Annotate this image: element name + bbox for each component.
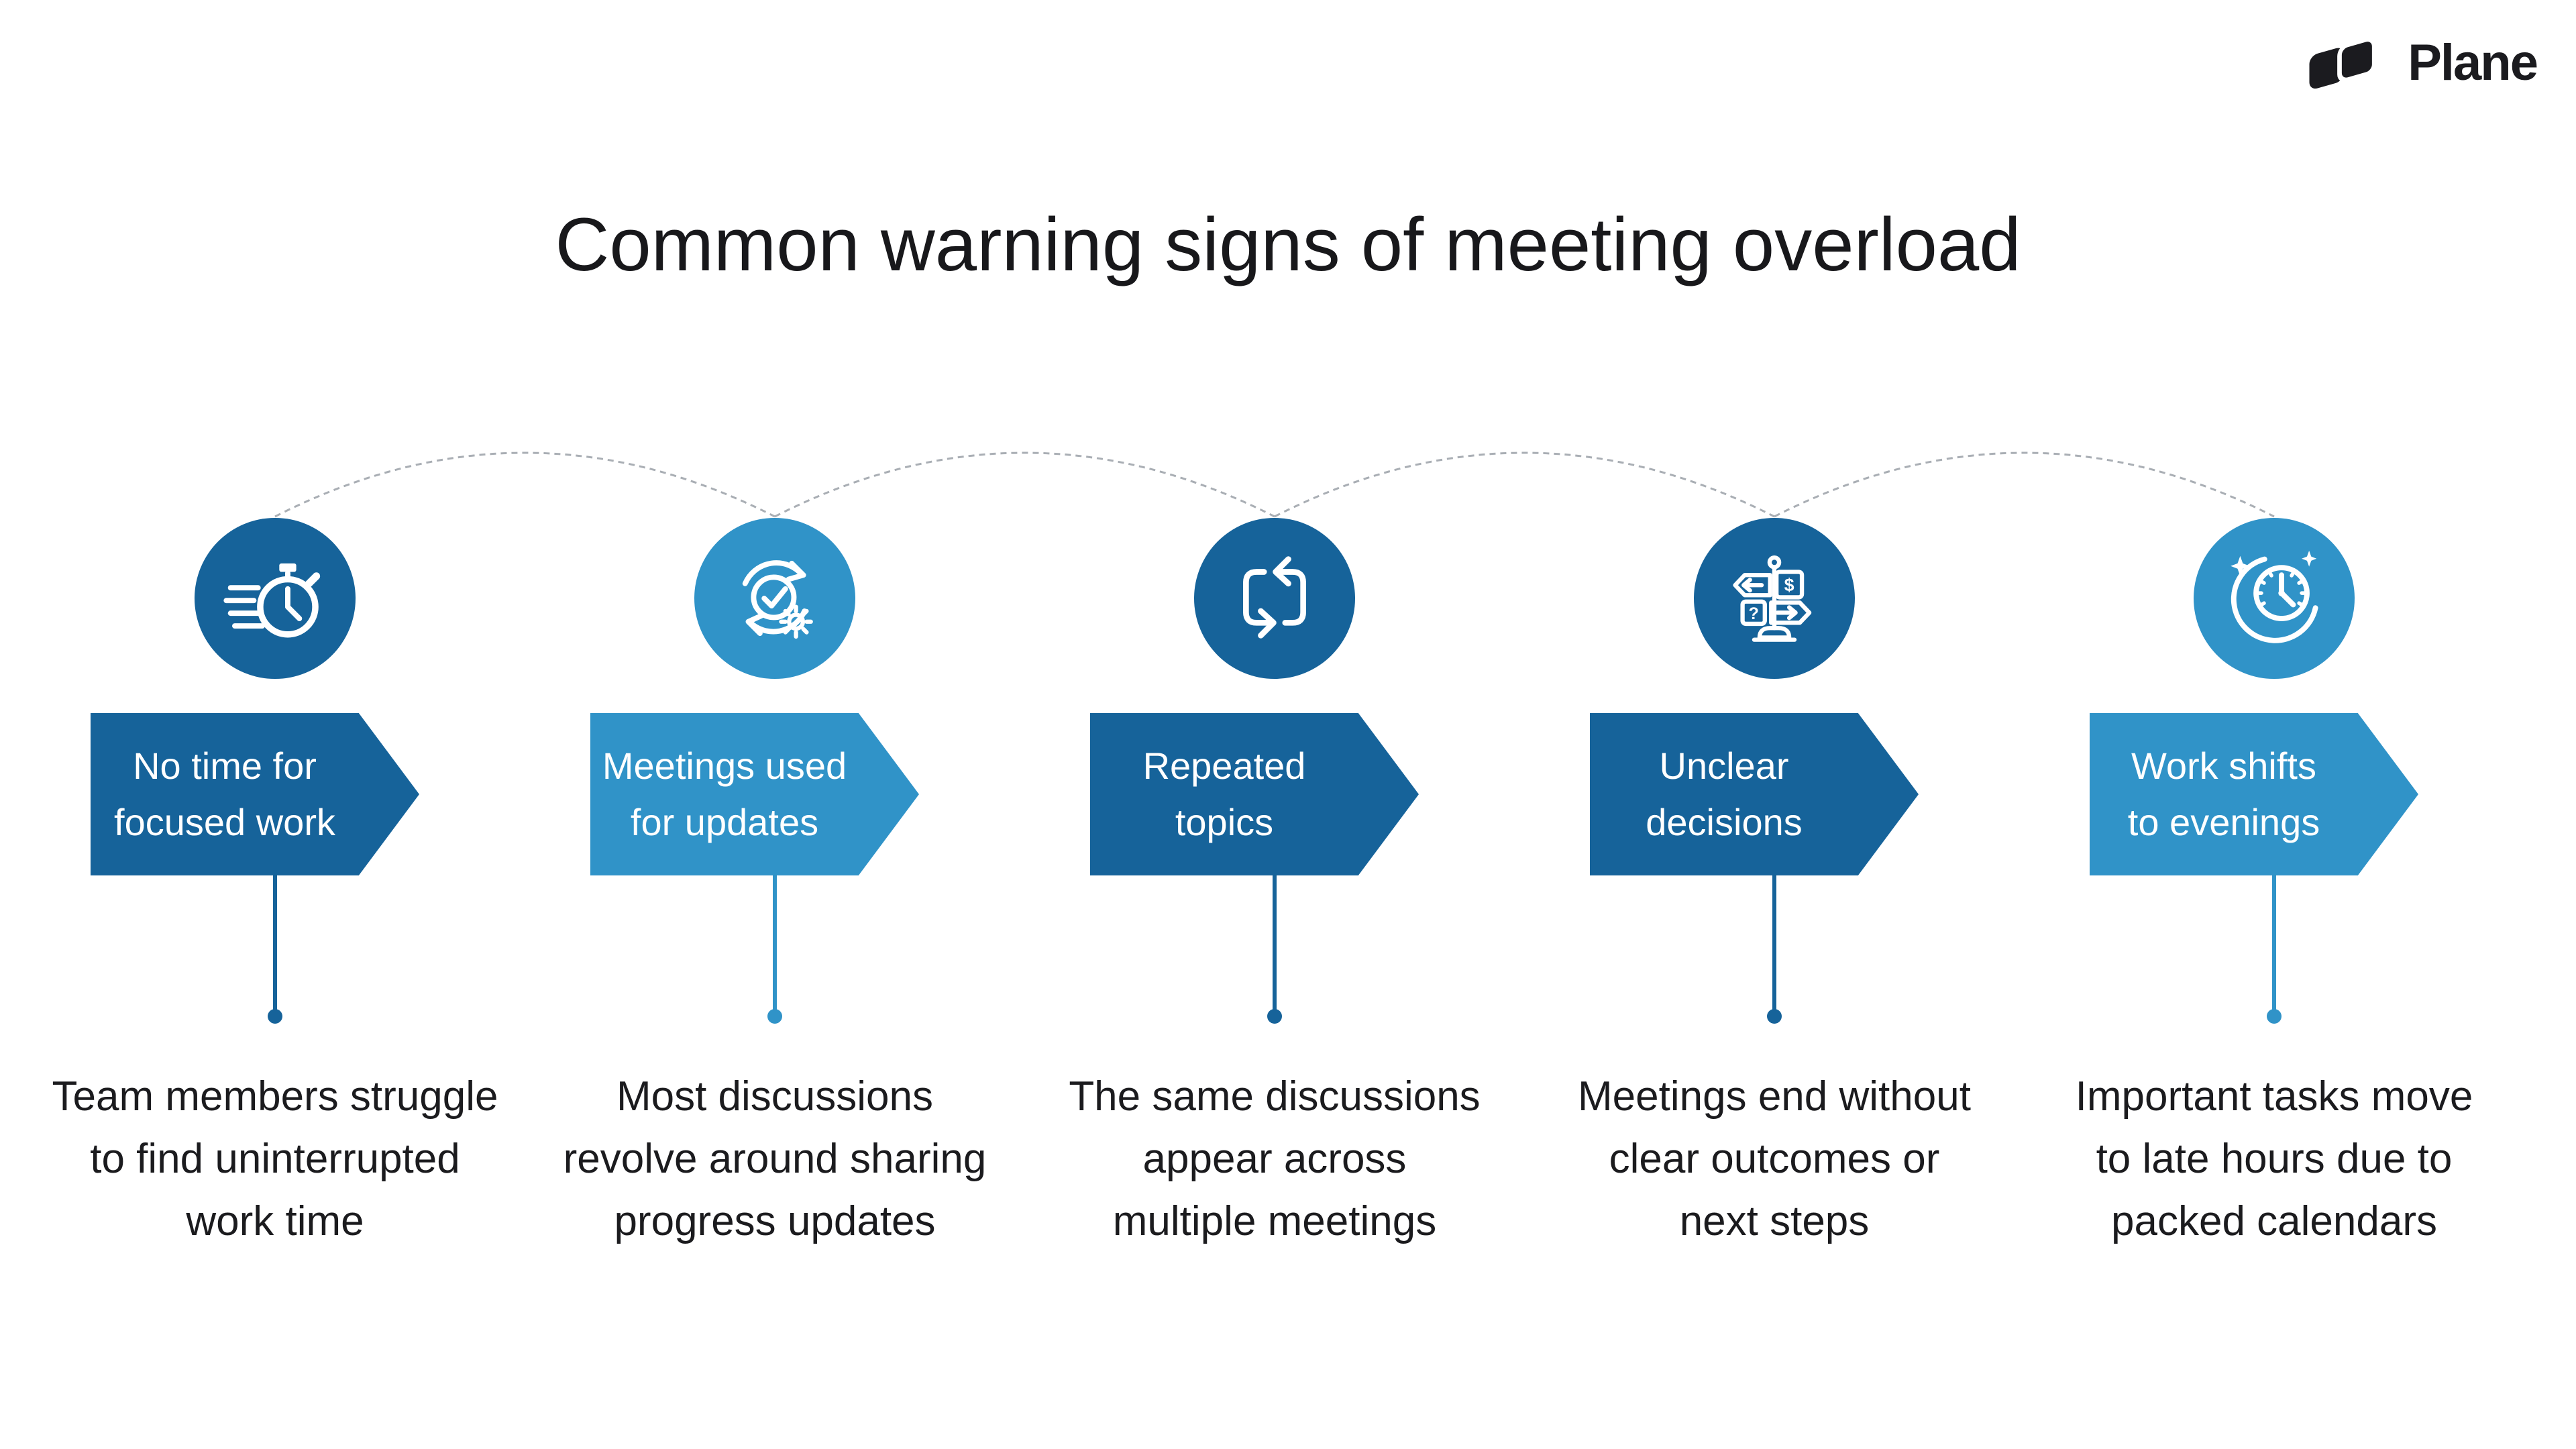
description-line2: revolve around sharing — [563, 1136, 987, 1182]
item-description: Meetings end without clear outcomes or n… — [1533, 1065, 2016, 1252]
item-banner: Work shifts to evenings — [2090, 713, 2418, 875]
item-icon-circle: $ ? — [1694, 518, 1855, 679]
signpost-decisions-icon: $ ? — [1733, 555, 1812, 642]
banner-label-line2: topics — [1175, 801, 1274, 843]
fast-stopwatch-icon — [223, 563, 321, 638]
item-banner: Meetings used for updates — [590, 713, 919, 875]
connector-arc — [274, 451, 775, 518]
description-line2: to find uninterrupted — [90, 1136, 460, 1182]
banner-label: Repeated topics — [1090, 738, 1358, 851]
connector-dot — [1767, 1009, 1782, 1024]
description-line1: Meetings end without — [1578, 1073, 1971, 1120]
banner-label-line2: to evenings — [2127, 801, 2320, 843]
description-line3: work time — [186, 1198, 364, 1244]
banner-label-line2: decisions — [1646, 801, 1803, 843]
repeat-loop-icon — [1242, 556, 1307, 639]
banner-label-line1: Unclear — [1659, 745, 1789, 787]
connector-line — [2272, 875, 2276, 1010]
item-icon-circle — [694, 518, 855, 679]
banner-label-line1: Repeated — [1142, 745, 1306, 787]
connector-line — [773, 875, 777, 1010]
item-description: Most discussions revolve around sharing … — [533, 1065, 1016, 1252]
item-description: Team members struggle to find uninterrup… — [34, 1065, 517, 1252]
svg-text:$: $ — [1784, 575, 1794, 595]
banner-label-line2: for updates — [630, 801, 819, 843]
connector-dot — [268, 1009, 282, 1024]
item-banner: Repeated topics — [1090, 713, 1419, 875]
connector-arc — [774, 451, 1275, 518]
connector-line — [1772, 875, 1776, 1010]
description-line1: Most discussions — [616, 1073, 934, 1120]
description-line3: progress updates — [614, 1198, 936, 1244]
banner-label: No time for focused work — [91, 738, 359, 851]
plane-logo: Plane — [2306, 32, 2538, 93]
connector-dot — [1267, 1009, 1282, 1024]
banner-label-line1: Work shifts — [2131, 745, 2316, 787]
banner-label: Work shifts to evenings — [2090, 738, 2358, 851]
page-title: Common warning signs of meeting overload — [555, 203, 2021, 286]
item-description: The same discussions appear across multi… — [1033, 1065, 1516, 1252]
item-icon-circle — [195, 518, 356, 679]
plane-logo-mark — [2309, 37, 2377, 89]
connector-arc — [1274, 451, 1775, 518]
banner-label-line1: No time for — [133, 745, 317, 787]
description-line1: Team members struggle — [52, 1073, 498, 1120]
connector-arc — [1774, 451, 2275, 518]
plane-logo-text: Plane — [2408, 34, 2538, 91]
banner-label: Meetings used for updates — [590, 738, 859, 851]
item-banner: Unclear decisions — [1590, 713, 1919, 875]
description-line3: next steps — [1679, 1198, 1870, 1244]
description-line2: clear outcomes or — [1609, 1136, 1940, 1182]
connector-line — [1273, 875, 1277, 1010]
banner-label-line1: Meetings used — [602, 745, 847, 787]
description-line1: Important tasks move — [2075, 1073, 2473, 1120]
connector-dot — [767, 1009, 782, 1024]
banner-label-line2: focused work — [114, 801, 335, 843]
description-line3: multiple meetings — [1112, 1198, 1437, 1244]
progress-check-gear-icon — [742, 560, 813, 639]
connector-line — [273, 875, 277, 1010]
item-description: Important tasks move to late hours due t… — [2033, 1065, 2516, 1252]
item-banner: No time for focused work — [91, 713, 419, 875]
description-line2: appear across — [1142, 1136, 1407, 1182]
night-clock-icon — [2231, 550, 2318, 643]
description-line3: packed calendars — [2111, 1198, 2437, 1244]
connector-dot — [2267, 1009, 2282, 1024]
banner-label: Unclear decisions — [1590, 738, 1858, 851]
item-icon-circle — [2194, 518, 2355, 679]
description-line1: The same discussions — [1069, 1073, 1481, 1120]
svg-text:?: ? — [1748, 604, 1758, 623]
description-line2: to late hours due to — [2096, 1136, 2453, 1182]
item-icon-circle — [1194, 518, 1355, 679]
